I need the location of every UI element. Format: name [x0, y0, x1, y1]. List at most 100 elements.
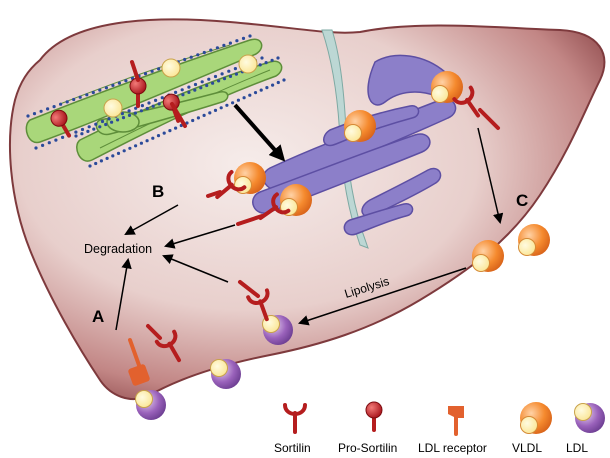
ribosome-dot — [128, 146, 132, 150]
er-to-golgi-arrow — [233, 103, 286, 162]
ribosome-dots — [26, 34, 286, 168]
ribosome-dot — [156, 134, 161, 138]
label-a: A — [92, 307, 104, 326]
legend: Sortilin Pro-Sortilin LDL receptor VLDL … — [274, 400, 606, 455]
arrow-lipolysis — [298, 267, 467, 326]
ribosome-dot — [253, 91, 258, 95]
ribosome-dot — [94, 122, 98, 126]
ribosome-dot — [124, 79, 128, 83]
ribosome-dot — [104, 122, 108, 127]
ribosome-dot — [133, 111, 137, 115]
ribosome-dot — [85, 93, 89, 97]
ribosome-dot — [282, 78, 286, 82]
ribosome-dot — [209, 48, 213, 52]
ribosome-dot — [213, 108, 218, 112]
ribosome-dot — [160, 96, 164, 100]
ribosome-dot — [120, 112, 124, 116]
ribosome-dot — [196, 116, 200, 120]
legend-sortilin-label: Sortilin — [274, 441, 311, 455]
ribosome-dot — [181, 93, 185, 97]
ribosome-dot — [41, 143, 45, 147]
ribosome-dot — [139, 109, 143, 113]
ribosome-dot — [86, 129, 90, 133]
legend-sortilin-icon — [283, 403, 307, 434]
ribosome-dot — [270, 58, 274, 62]
ribosome-dot — [54, 138, 58, 142]
ribosome-dot — [271, 83, 275, 87]
ribosome-dot — [222, 43, 226, 48]
ribosome-dot — [87, 125, 91, 129]
ribosome-dot — [98, 88, 102, 92]
ribosome-dot — [34, 146, 38, 150]
ribosome-dot — [92, 127, 96, 131]
legend-ldl-receptor-label: LDL receptor — [418, 441, 487, 455]
label-degradation: Degradation — [84, 242, 152, 256]
ribosome-dot — [260, 56, 264, 60]
secreted-vldl-1 — [471, 239, 505, 273]
ribosome-dot — [264, 61, 268, 65]
ribosome-dot — [259, 88, 263, 92]
ribosome-dot — [189, 55, 193, 59]
ribosome-dot — [191, 118, 195, 123]
ribosome-dot — [187, 85, 191, 89]
ribosome-dot — [235, 39, 239, 43]
ribosome-dot — [228, 74, 233, 78]
ribosome-dot — [74, 130, 78, 134]
ribosome-dot — [202, 50, 206, 55]
ribosome-dot — [258, 63, 262, 67]
ribosome-dot — [111, 154, 115, 158]
arrow-c-to-secretion — [477, 127, 504, 225]
ribosome-dot — [105, 156, 109, 160]
ribosome-dot — [145, 139, 149, 143]
ribosome-dot — [72, 97, 76, 102]
label-b: B — [152, 182, 164, 201]
er-vldl-core-1 — [161, 58, 181, 78]
ribosome-dot — [107, 117, 111, 121]
er-vldl-core-2 — [103, 98, 123, 118]
golgi-vldl-2 — [343, 109, 377, 143]
ribosome-dot — [193, 88, 197, 92]
ribosome-dot — [147, 101, 151, 105]
ribosome-dot — [78, 95, 82, 99]
ribosome-dot — [211, 81, 215, 85]
ribosome-dot — [200, 80, 204, 84]
ribosome-dot — [174, 126, 178, 130]
ribosome-dot — [180, 88, 184, 92]
ribosome-dot — [99, 159, 103, 163]
ribosome-dot — [98, 125, 102, 129]
ribosome-dot — [139, 141, 143, 145]
ribosome-dot — [122, 149, 126, 153]
ribosome-dot — [236, 98, 240, 102]
legend-ldl-label: LDL — [566, 441, 588, 455]
er-vldl-core-3 — [238, 54, 258, 74]
ribosome-dot — [205, 83, 209, 88]
ribosome-dot — [219, 106, 223, 110]
ribosome-dot — [32, 112, 37, 116]
legend-vldl-icon — [519, 401, 553, 435]
ribosome-dot — [104, 86, 108, 90]
ribosome-dot — [185, 121, 189, 125]
ribosome-dot — [121, 116, 126, 120]
ribosome-dot — [231, 101, 235, 105]
ribosome-dot — [157, 102, 161, 106]
ribosome-dot — [154, 98, 158, 102]
outside-ldl-receptor — [128, 338, 150, 386]
ribosome-dot — [111, 83, 115, 87]
ribosome-dot — [234, 72, 238, 76]
ribosome-dot — [94, 161, 98, 166]
ribosome-dot — [134, 144, 138, 148]
arrow-b-to-degradation — [124, 204, 179, 236]
legend-ldl-receptor-icon — [448, 406, 464, 436]
arrow-golgi-to-degradation — [163, 224, 236, 249]
legend-vldl-label: VLDL — [512, 441, 542, 455]
ribosome-dot — [248, 93, 252, 97]
ribosome-dot — [143, 72, 148, 76]
ribosome-dot — [80, 127, 85, 132]
ribosome-dot — [74, 134, 78, 138]
ribosome-dot — [47, 141, 51, 145]
ribosome-dot — [227, 69, 231, 73]
legend-ldl-icon — [574, 402, 606, 434]
secreted-vldl-2 — [517, 223, 551, 257]
